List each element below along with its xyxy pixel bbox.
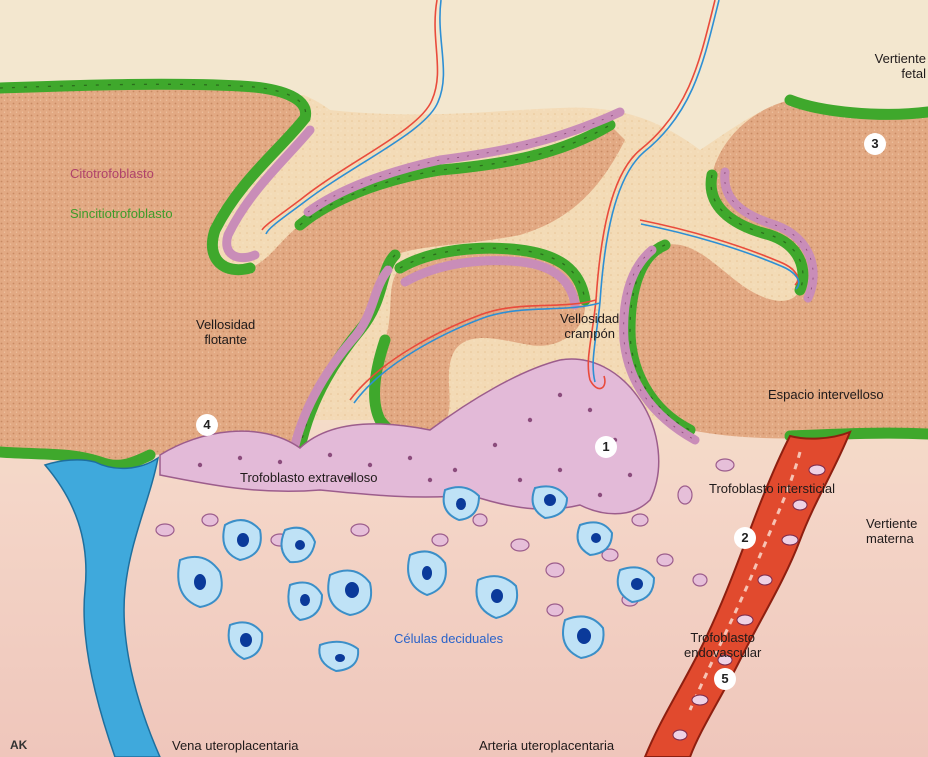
label-vellosidad-crampon-line2: crampón — [560, 326, 619, 341]
label-trofoblasto-intersticial: Trofoblasto intersticial — [709, 481, 835, 496]
marker-2: 2 — [734, 527, 756, 549]
marker-5: 5 — [714, 668, 736, 690]
label-arteria-uteroplacentaria: Arteria uteroplacentaria — [479, 738, 614, 753]
label-trofoblasto-endovascular-line2: endovascular — [684, 645, 761, 660]
label-vena-uteroplacentaria: Vena uteroplacentaria — [172, 738, 298, 753]
artist-logo: AK — [10, 738, 27, 752]
marker-4: 4 — [196, 414, 218, 436]
label-vellosidad-flotante-line1: Vellosidad — [196, 317, 255, 332]
label-vertiente-fetal-line1: Vertiente — [866, 51, 926, 66]
label-vertiente-materna-line2: materna — [866, 531, 917, 546]
label-trofoblasto-endovascular: Trofoblasto endovascular — [684, 630, 761, 660]
label-vertiente-materna: Vertiente materna — [866, 516, 917, 546]
label-espacio-intervelloso: Espacio intervelloso — [768, 387, 884, 402]
marker-3: 3 — [864, 133, 886, 155]
label-vertiente-materna-line1: Vertiente — [866, 516, 917, 531]
label-sincitiotrofoblasto: Sincitiotrofoblasto — [70, 206, 173, 221]
label-vertiente-fetal-line2: fetal — [866, 66, 926, 81]
label-vellosidad-flotante-line2: flotante — [196, 332, 255, 347]
label-celulas-deciduales: Células deciduales — [394, 631, 503, 646]
label-vellosidad-crampon: Vellosidad crampón — [560, 311, 619, 341]
label-trofoblasto-extravelloso: Trofoblasto extravelloso — [240, 470, 378, 485]
marker-1: 1 — [595, 436, 617, 458]
label-vellosidad-flotante: Vellosidad flotante — [196, 317, 255, 347]
label-trofoblasto-endovascular-line1: Trofoblasto — [684, 630, 761, 645]
label-vellosidad-crampon-line1: Vellosidad — [560, 311, 619, 326]
label-citotrofoblasto: Citotrofoblasto — [70, 166, 154, 181]
label-vertiente-fetal: Vertiente fetal — [866, 51, 926, 81]
